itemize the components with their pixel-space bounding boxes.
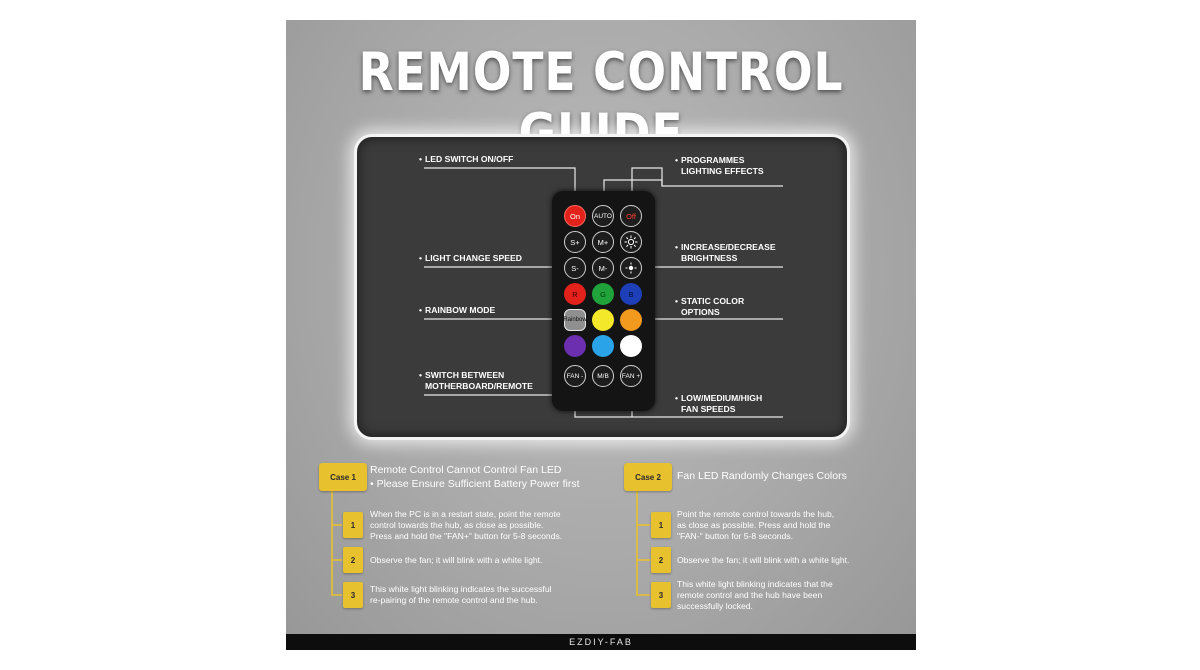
rainbow-button: Rainbow <box>563 309 587 331</box>
case-1-step-2-text: Observe the fan; it will blink with a wh… <box>370 555 543 565</box>
off-button: Off <box>620 205 642 227</box>
case-2-badge: Case 2 <box>624 463 672 491</box>
purple-button <box>564 335 586 357</box>
case-2-title: Fan LED Randomly Changes Colors <box>677 470 847 482</box>
guide-poster: REMOTE CONTROL GUIDE <box>286 20 916 650</box>
brand-footer: EZDIY-FAB <box>286 634 916 650</box>
brightness-up-icon <box>620 231 642 253</box>
case-2-step-2-badge: 2 <box>651 547 671 573</box>
blue-button: B <box>620 283 642 305</box>
case-2-step-2-text: Observe the fan; it will blink with a wh… <box>677 555 850 565</box>
label-led-switch: •LED SWITCH ON/OFF <box>419 154 514 164</box>
fan-up-button: FAN + <box>620 365 642 387</box>
page-title: REMOTE CONTROL GUIDE <box>358 42 844 164</box>
remote-control-image: On AUTO Off S+ M+ S- M- R G B Rainbow FA… <box>552 191 655 411</box>
case-2-step-3-badge: 3 <box>651 582 671 608</box>
mb-switch-button: M/B <box>592 365 614 387</box>
orange-button <box>620 309 642 331</box>
label-rainbow-mode: •RAINBOW MODE <box>419 305 496 315</box>
case-1-step-2-badge: 2 <box>343 547 363 573</box>
auto-button: AUTO <box>592 205 614 227</box>
case-1-step-1-badge: 1 <box>343 512 363 538</box>
cyan-button <box>592 335 614 357</box>
speed-up-button: S+ <box>564 231 586 253</box>
fan-down-button: FAN - <box>564 365 586 387</box>
case-1-step-3-text: This white light blinking indicates the … <box>370 584 552 605</box>
case-2-step-1-text: Point the remote control towards the hub… <box>677 509 835 541</box>
brightness-down-icon <box>620 257 642 279</box>
green-button: G <box>592 283 614 305</box>
case-1-title: Remote Control Cannot Control Fan LED • … <box>370 464 580 490</box>
label-light-change-speed: •LIGHT CHANGE SPEED <box>419 253 522 263</box>
white-button <box>620 335 642 357</box>
case-2-step-1-badge: 1 <box>651 512 671 538</box>
yellow-button <box>592 309 614 331</box>
mode-next-button: M+ <box>592 231 614 253</box>
case-1-step-3-badge: 3 <box>343 582 363 608</box>
on-button: On <box>564 205 586 227</box>
case-2-step-3-text: This white light blinking indicates that… <box>677 579 833 611</box>
case-1-step-1-text: When the PC is in a restart state, point… <box>370 509 563 541</box>
mode-prev-button: M- <box>592 257 614 279</box>
case-1-badge: Case 1 <box>319 463 367 491</box>
red-button: R <box>564 283 586 305</box>
speed-down-button: S- <box>564 257 586 279</box>
